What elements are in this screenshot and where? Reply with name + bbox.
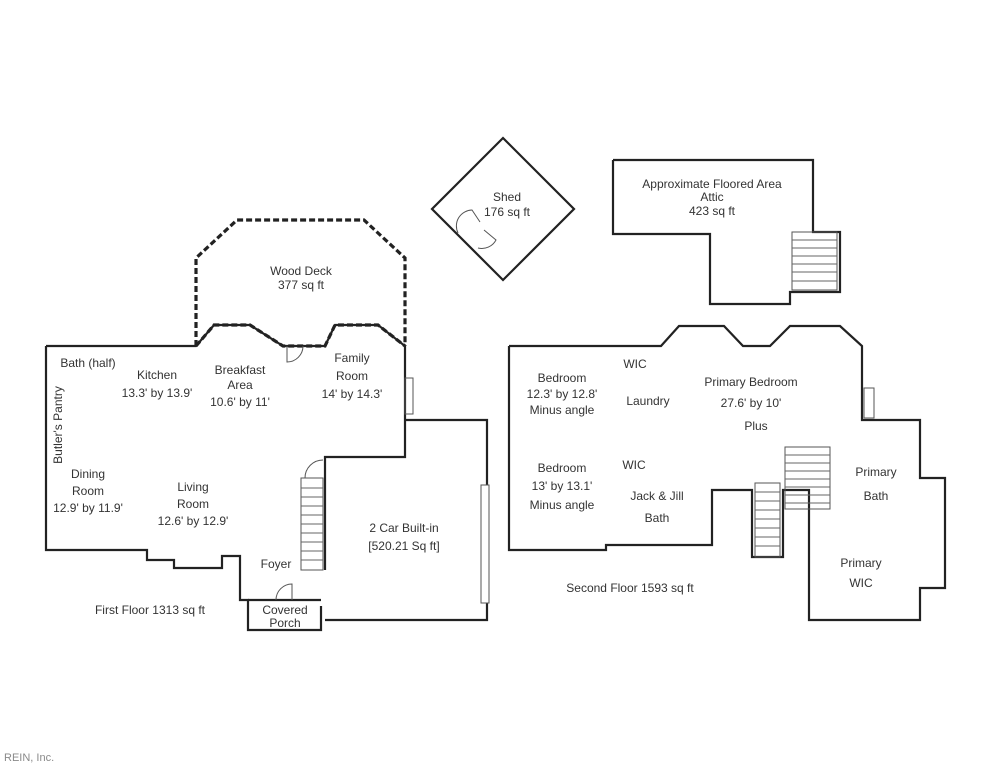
stair-door bbox=[304, 459, 324, 479]
wood-deck-outline bbox=[194, 218, 407, 346]
attic-label-line2: Attic bbox=[700, 190, 723, 204]
bath-half-label: Bath (half) bbox=[60, 356, 115, 370]
dining-room-dims: 12.9' by 11.9' bbox=[53, 501, 123, 515]
shed-label: Shed bbox=[493, 190, 521, 204]
family-room-dims: 14' by 14.3' bbox=[322, 387, 383, 401]
attic-labels: Approximate Floored Area Attic 423 sq ft bbox=[642, 177, 782, 218]
attic-outline bbox=[611, 158, 842, 306]
garage-label: 2 Car Built-in bbox=[369, 521, 438, 535]
primary-wic-label-line2: WIC bbox=[849, 576, 873, 590]
lower-stair-treads bbox=[755, 491, 780, 547]
first-floor-north-wall bbox=[46, 323, 407, 570]
primary-bedroom-dims: 27.6' by 10' bbox=[721, 396, 782, 410]
primary-bedroom-label: Primary Bedroom bbox=[704, 375, 797, 389]
shed-area: 176 sq ft bbox=[484, 205, 531, 219]
deck-door bbox=[286, 345, 304, 363]
watermark-text: REIN, Inc. bbox=[4, 752, 55, 764]
bedroom1-note: Minus angle bbox=[530, 403, 595, 417]
shed-outline bbox=[430, 136, 576, 282]
shed-door-right bbox=[477, 229, 497, 249]
first-floor-plan bbox=[44, 218, 490, 632]
primary-wic-label-line1: Primary bbox=[840, 556, 881, 570]
kitchen-label: Kitchen bbox=[137, 368, 177, 382]
bedroom2-note: Minus angle bbox=[530, 498, 595, 512]
living-room-label-line2: Room bbox=[177, 497, 209, 511]
shed-door-left bbox=[455, 209, 481, 234]
dining-room-label-line2: Room bbox=[72, 484, 104, 498]
second-floor-labels: Bedroom 12.3' by 12.8' Minus angle WIC L… bbox=[527, 357, 897, 595]
family-room-label-line1: Family bbox=[334, 351, 369, 365]
second-floor-plan bbox=[507, 324, 947, 622]
bedroom2-dims: 13' by 13.1' bbox=[532, 479, 593, 493]
kitchen-dims: 13.3' by 13.9' bbox=[122, 386, 193, 400]
primary-bedroom-window bbox=[863, 387, 875, 419]
primary-bedroom-note: Plus bbox=[744, 419, 767, 433]
foyer-label: Foyer bbox=[261, 557, 292, 571]
attic-label-line1: Approximate Floored Area bbox=[642, 177, 782, 191]
garage-area: [520.21 Sq ft] bbox=[368, 539, 439, 553]
primary-bath-label-line2: Bath bbox=[864, 489, 889, 503]
covered-porch-label-line2: Porch bbox=[269, 616, 300, 630]
attic-stairs bbox=[791, 231, 838, 291]
wic1-label: WIC bbox=[623, 357, 647, 371]
jack-jill-label-line2: Bath bbox=[645, 511, 670, 525]
shed-labels: Shed 176 sq ft bbox=[484, 190, 531, 219]
breakfast-label-line1: Breakfast bbox=[215, 363, 266, 377]
shed-plan bbox=[430, 136, 576, 282]
first-floor-outline bbox=[44, 346, 323, 632]
stair-treads bbox=[301, 487, 323, 561]
laundry-label: Laundry bbox=[626, 394, 669, 408]
breakfast-label-line2: Area bbox=[227, 378, 253, 392]
second-floor-stairs bbox=[784, 446, 831, 510]
wic2-label: WIC bbox=[622, 458, 646, 472]
bedroom1-label: Bedroom bbox=[538, 371, 587, 385]
wood-deck-area: 377 sq ft bbox=[278, 278, 325, 292]
wood-deck-label: Wood Deck bbox=[270, 264, 333, 278]
second-floor-lower-stairs bbox=[754, 482, 781, 558]
family-room-label-line2: Room bbox=[336, 369, 368, 383]
first-floor-caption: First Floor 1313 sq ft bbox=[95, 603, 206, 617]
bedroom2-label: Bedroom bbox=[538, 461, 587, 475]
garage-door bbox=[480, 484, 490, 604]
dining-room-label-line1: Dining bbox=[71, 467, 105, 481]
attic-stair-treads bbox=[792, 239, 837, 282]
first-floor-labels: Wood Deck 377 sq ft Bath (half) Kitchen … bbox=[51, 264, 440, 630]
jack-jill-label-line1: Jack & Jill bbox=[630, 489, 683, 503]
attic-plan bbox=[611, 158, 842, 306]
primary-bath-label-line1: Primary bbox=[855, 465, 896, 479]
family-room-window bbox=[404, 377, 414, 415]
bay-window-outline bbox=[194, 323, 406, 348]
living-room-dims: 12.6' by 12.9' bbox=[158, 514, 229, 528]
bedroom1-dims: 12.3' by 12.8' bbox=[527, 387, 598, 401]
second-floor-stair-treads bbox=[785, 454, 830, 504]
foyer-door bbox=[275, 583, 293, 601]
living-room-label-line1: Living bbox=[177, 480, 208, 494]
attic-area: 423 sq ft bbox=[689, 204, 736, 218]
second-floor-outline bbox=[507, 324, 947, 622]
breakfast-dims: 10.6' by 11' bbox=[210, 395, 270, 409]
second-floor-caption: Second Floor 1593 sq ft bbox=[566, 581, 694, 595]
butlers-pantry-label: Butler's Pantry bbox=[51, 386, 65, 464]
covered-porch-label-line1: Covered bbox=[262, 603, 307, 617]
